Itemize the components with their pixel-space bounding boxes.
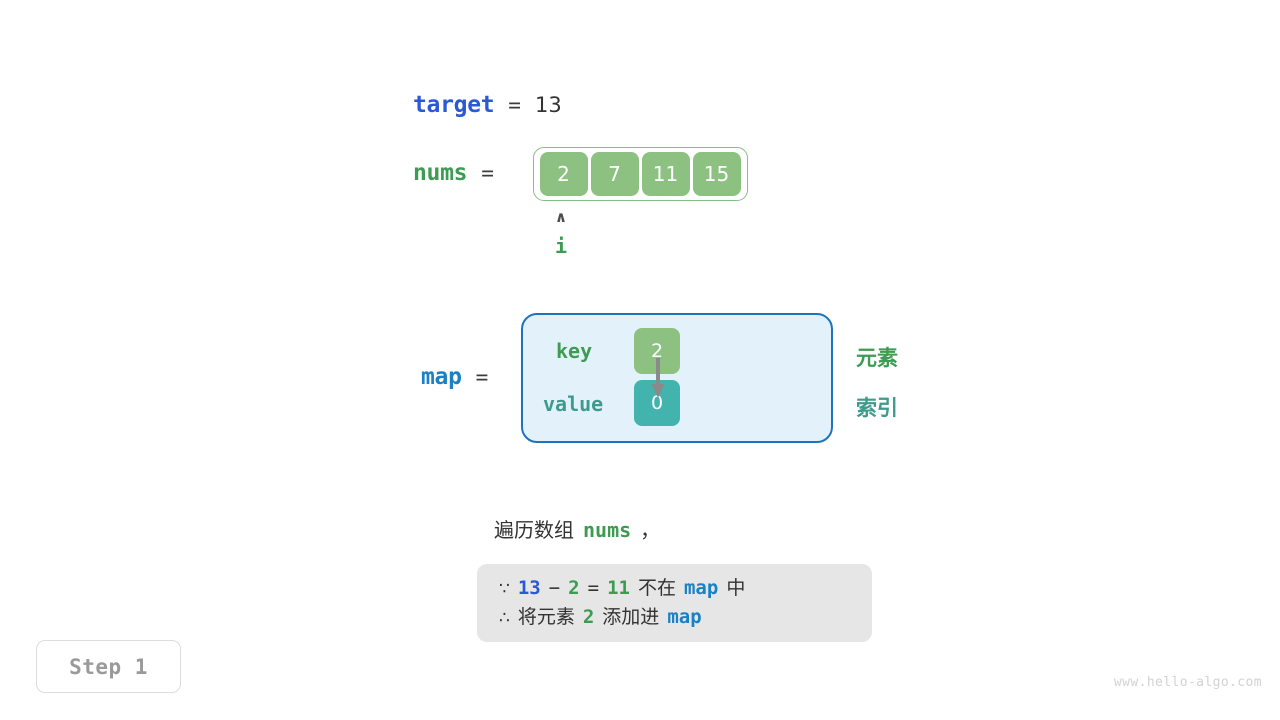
nums-row: nums = bbox=[413, 160, 494, 186]
note-current-value: 2 bbox=[568, 577, 580, 599]
nums-variable-name: nums bbox=[413, 160, 468, 186]
map-row: map = bbox=[421, 364, 488, 390]
note-minus-sign: − bbox=[548, 577, 561, 599]
note-in-suffix: 中 bbox=[726, 577, 746, 599]
nums-array-container: 2 7 11 15 bbox=[533, 147, 748, 201]
note-line-1: ∵ 13 − 2 = 11 不在 map 中 bbox=[499, 574, 850, 603]
caption-line: 遍历数组 nums ， bbox=[494, 514, 660, 543]
note-add-element-text: 将元素 bbox=[517, 606, 575, 628]
therefore-symbol-icon: ∴ bbox=[499, 608, 510, 628]
note-map-token: map bbox=[683, 577, 719, 599]
key-to-value-arrow-icon bbox=[651, 358, 665, 398]
watermark: www.hello-algo.com bbox=[1113, 675, 1262, 690]
note-target-value: 13 bbox=[517, 577, 541, 599]
target-variable-name: target bbox=[413, 92, 495, 118]
map-key-label: key bbox=[556, 339, 593, 363]
array-cell: 7 bbox=[590, 152, 639, 196]
array-cell: 11 bbox=[641, 152, 690, 196]
note-add-into-text: 添加进 bbox=[602, 606, 660, 628]
caption-text: 遍历数组 bbox=[494, 518, 574, 542]
note-complement-value: 11 bbox=[607, 577, 630, 599]
map-value-label: value bbox=[543, 392, 604, 416]
caret-up-icon: ∧ bbox=[554, 208, 568, 226]
note-equals-sign: = bbox=[587, 577, 600, 599]
array-cell: 2 bbox=[539, 152, 588, 196]
step-badge: Step 1 bbox=[36, 640, 181, 693]
note-line-2: ∴ 将元素 2 添加进 map bbox=[499, 603, 850, 632]
nums-equals-sign: = bbox=[481, 161, 494, 185]
note-map-token: map bbox=[667, 606, 702, 628]
target-equals-sign: = bbox=[508, 93, 521, 117]
caption-comma: ， bbox=[640, 518, 661, 542]
array-cell: 15 bbox=[692, 152, 741, 196]
side-label-element: 元素 bbox=[856, 346, 898, 370]
note-box: ∵ 13 − 2 = 11 不在 map 中 ∴ 将元素 2 添加进 map bbox=[477, 564, 872, 642]
map-variable-name: map bbox=[421, 364, 462, 390]
because-symbol-icon: ∵ bbox=[499, 579, 510, 599]
target-row: target = 13 bbox=[413, 92, 562, 118]
index-pointer-group: ∧ i bbox=[541, 208, 581, 258]
index-pointer-label: i bbox=[554, 234, 568, 258]
map-equals-sign: = bbox=[475, 365, 489, 389]
caption-code-token: nums bbox=[583, 518, 632, 542]
target-value: 13 bbox=[534, 93, 562, 117]
side-label-index: 索引 bbox=[856, 396, 898, 420]
note-added-value: 2 bbox=[582, 606, 595, 628]
note-not-in-text: 不在 bbox=[637, 577, 676, 599]
